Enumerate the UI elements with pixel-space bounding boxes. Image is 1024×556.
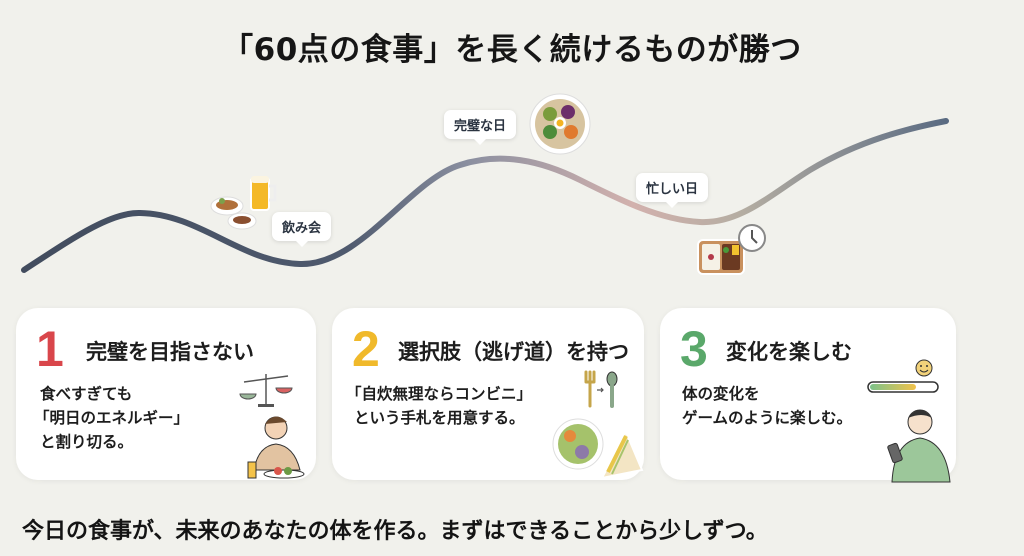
- card-1: 1 完璧を目指さない 食べすぎても 「明日のエネルギー」 と割り切る。: [16, 308, 316, 480]
- footer-message: 今日の食事が、未来のあなたの体を作る。まずはできることから少しずつ。: [22, 519, 768, 544]
- salad-bowl-icon: [529, 93, 591, 155]
- card-body-line: ゲームのように楽しむ。: [682, 409, 853, 427]
- page-title: 「60点の食事」を長く続けるものが勝つ: [222, 32, 802, 68]
- card-3: 3 変化を楽しむ 体の変化を ゲームのように楽しむ。: [660, 308, 956, 483]
- person-eating-icon: [247, 416, 305, 479]
- salad-sandwich-icon: [552, 418, 644, 480]
- card-title: 変化を楽しむ: [726, 340, 852, 364]
- card-number: 2: [352, 321, 380, 377]
- beer-and-snacks-icon: [210, 176, 277, 230]
- card-title: 完璧を目指さない: [86, 340, 254, 364]
- bento-and-clock-icon: [697, 224, 766, 275]
- card-body: 「自炊無理ならコンビニ」 という手札を用意する。: [346, 382, 532, 430]
- card-body-line: 体の変化を: [682, 385, 760, 403]
- label-busy-day: 忙しい日: [636, 173, 709, 208]
- label-perfect-day: 完璧な日: [444, 110, 517, 145]
- card-body: 体の変化を ゲームのように楽しむ。: [682, 382, 852, 430]
- card-number: 1: [36, 321, 64, 377]
- wave-curve: [21, 118, 949, 273]
- smiley-progress-bar-icon: [867, 359, 939, 393]
- card-body-line: 食べすぎても: [40, 385, 133, 403]
- card-body-line: 「自炊無理ならコンビニ」: [346, 385, 533, 403]
- card-body: 食べすぎても 「明日のエネルギー」 と割り切る。: [34, 382, 189, 454]
- card-body-line: という手札を用意する。: [354, 409, 525, 427]
- balance-scale-icon: [239, 374, 293, 407]
- card-body-line: と割り切る。: [40, 433, 134, 451]
- fork-to-spoon-icon: [584, 370, 618, 408]
- card-2: 2 選択肢（逃げ道）を持つ 「自炊無理ならコンビニ」 という手札を用意する。: [332, 308, 644, 480]
- card-body-line: 「明日のエネルギー」: [34, 409, 190, 427]
- card-number: 3: [680, 321, 708, 377]
- label-nomikai: 飲み会: [272, 212, 332, 247]
- person-with-phone-icon: [887, 409, 951, 483]
- card-title: 選択肢（逃げ道）を持つ: [398, 340, 629, 364]
